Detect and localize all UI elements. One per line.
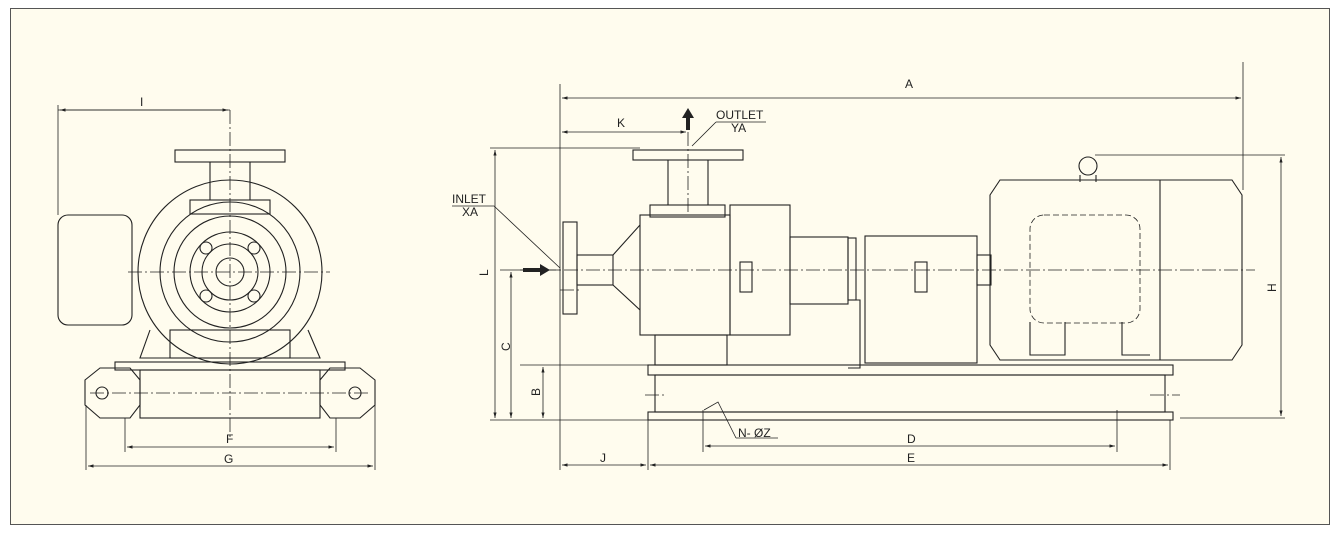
front-view [57,105,376,470]
inlet-size-label: XA [462,205,478,219]
outlet-size-label: YA [731,121,746,135]
dim-label-d: D [907,432,916,446]
dim-label-h: H [1265,283,1279,292]
dim-label-i: I [140,95,143,109]
inlet-flow-arrow [523,264,550,276]
dim-label-b: B [529,388,543,396]
outlet-flow-arrow [682,108,694,130]
motor-box-side [57,214,133,326]
outlet-label: OUTLET [716,108,764,122]
inlet-flange [562,221,578,315]
dim-label-j: J [600,451,606,465]
dim-label-k: K [617,116,625,130]
dim-label-f: F [226,432,233,446]
dim-label-g: G [224,452,233,466]
side-view [452,62,1285,470]
dim-label-a: A [905,77,913,91]
inlet-label: INLET [452,192,487,206]
dim-label-l: L [477,269,491,276]
dim-label-e: E [907,451,915,465]
dim-label-c: C [499,342,513,351]
bolt-holes-label: N- ØZ [738,426,771,440]
